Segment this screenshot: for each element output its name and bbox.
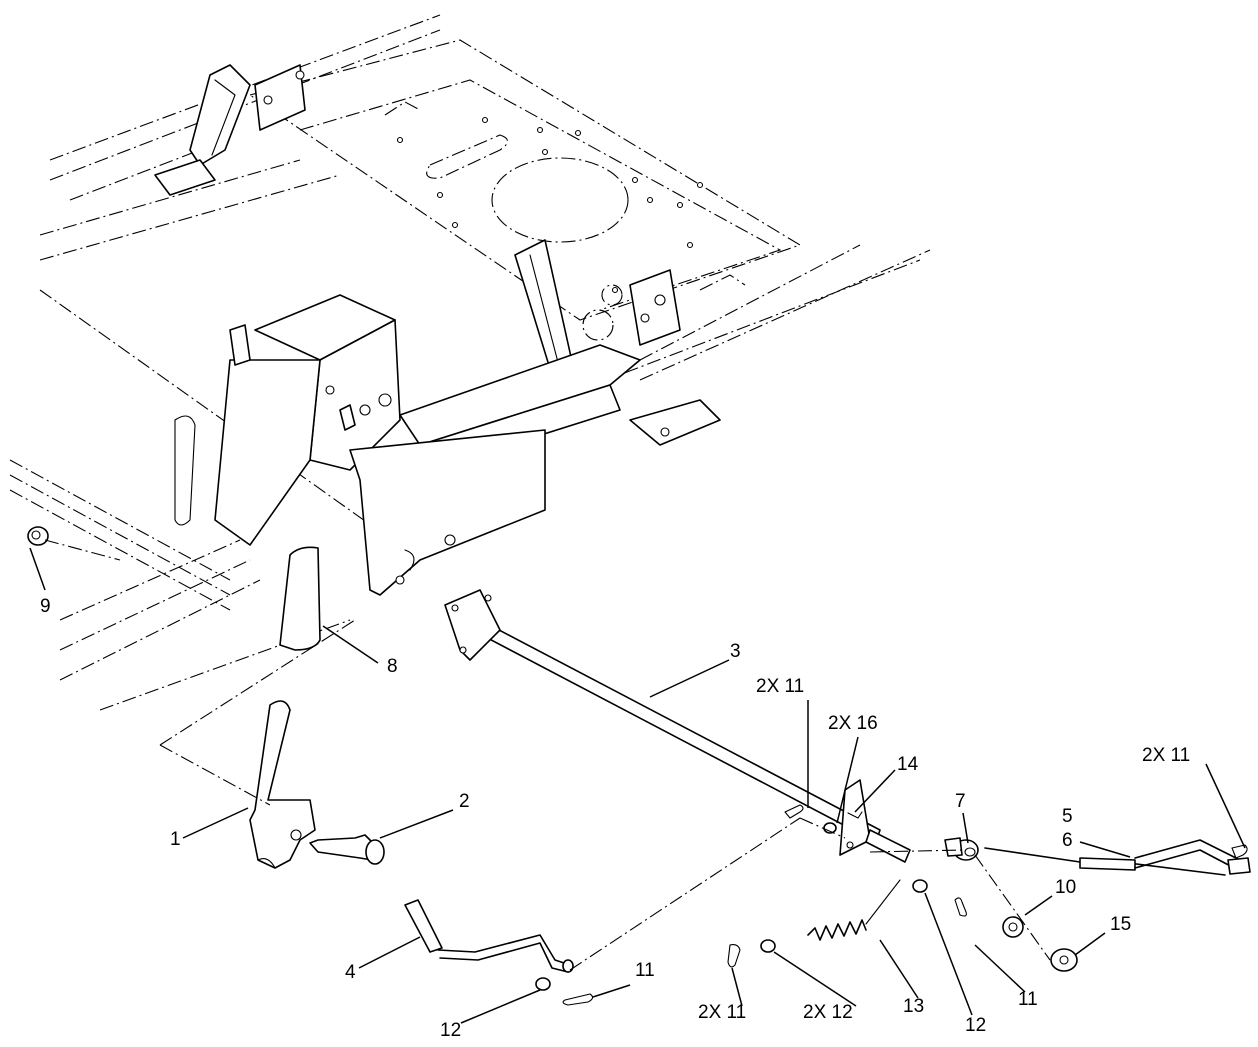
hairpin-clip-part-11-a	[562, 993, 594, 1006]
callout-12-b: 12	[965, 1015, 986, 1036]
callout-3: 3	[730, 641, 741, 662]
chassis-frame	[9, 14, 931, 711]
callout-14: 14	[897, 754, 919, 775]
callout-2x-11-a: 2X 11	[756, 676, 804, 697]
spring-part-13	[807, 879, 901, 941]
pedal-pad-part-8	[279, 546, 321, 651]
callout-11-a: 11	[635, 960, 655, 981]
assembly-lines	[44, 539, 1051, 971]
callout-13: 13	[903, 996, 924, 1017]
washer-part-12-c	[912, 879, 928, 893]
callout-5: 5	[1062, 806, 1073, 827]
callout-2: 2	[459, 791, 470, 812]
leader-lines	[29, 547, 1246, 1024]
hairpin-clip-part-11-e	[1231, 844, 1248, 859]
callout-6: 6	[1062, 830, 1073, 851]
shoulder-bolt-part-2	[309, 834, 385, 865]
callout-2x-12: 2X 12	[803, 1002, 853, 1023]
callout-labels: 1 2 3 4 5 6 7 8 9 10 15 11 11 12 12 13 1…	[40, 596, 1190, 1041]
cross-shaft-part-3	[444, 589, 911, 863]
cotter-pin-part-14	[847, 811, 863, 819]
callout-15: 15	[1110, 914, 1131, 935]
hairpin-clip-part-11-d	[784, 804, 804, 819]
control-cable-part-5-6	[984, 839, 1251, 876]
callout-11-b: 11	[1018, 989, 1038, 1010]
brake-rod-part-4	[404, 899, 574, 973]
washer-part-12-b	[760, 939, 776, 953]
washer-part-15	[1050, 948, 1078, 972]
callout-12-a: 12	[440, 1020, 461, 1041]
callout-1: 1	[170, 829, 181, 850]
callout-2x-11-c: 2X 11	[698, 1002, 746, 1023]
hairpin-clip-part-11-c	[954, 897, 967, 917]
swivel-part-7	[944, 837, 979, 861]
callout-9: 9	[40, 596, 51, 617]
nut-part-9	[27, 526, 49, 546]
callout-4: 4	[345, 962, 356, 983]
callout-8: 8	[387, 656, 398, 677]
callout-7: 7	[955, 791, 966, 812]
washer-part-12-a	[535, 977, 551, 991]
callout-2x-11-b: 2X 11	[1142, 745, 1190, 766]
callout-10: 10	[1055, 877, 1076, 898]
bushing-part-10	[1002, 916, 1024, 938]
hairpin-clip-part-11-b	[727, 944, 741, 968]
brake-pedal-arm-part-1	[249, 700, 316, 869]
callout-2x-16: 2X 16	[828, 713, 878, 734]
